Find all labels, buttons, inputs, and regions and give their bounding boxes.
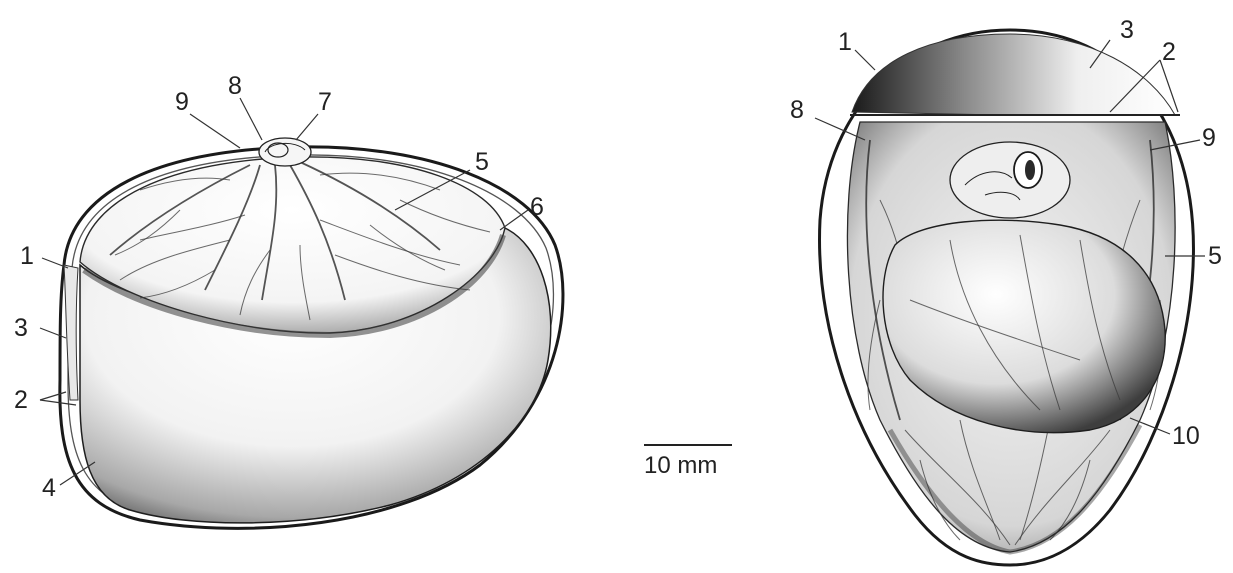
- right-callout-8: 8: [790, 96, 804, 124]
- scale-bar: 10 mm: [644, 445, 732, 479]
- left-air-space: [64, 265, 78, 400]
- scale-bar-label: 10 mm: [644, 452, 717, 479]
- left-callout-2: 2: [14, 386, 28, 414]
- right-callout-10: 10: [1172, 422, 1200, 450]
- right-embryo-head: [950, 142, 1070, 218]
- right-callout-2: 2: [1162, 38, 1176, 66]
- right-callout-5: 5: [1208, 242, 1222, 270]
- left-callout-8: 8: [228, 72, 242, 100]
- left-callout-7: 7: [318, 88, 332, 116]
- left-callout-1: 1: [20, 242, 34, 270]
- left-callout-5: 5: [475, 148, 489, 176]
- right-egg-drawing: [820, 30, 1194, 565]
- left-callout-9: 9: [175, 88, 189, 116]
- left-callout-4: 4: [42, 474, 56, 502]
- right-air-cell: [852, 34, 1175, 115]
- left-embryo: [259, 138, 311, 166]
- left-egg-drawing: [60, 138, 563, 528]
- right-callout-1: 1: [838, 28, 852, 56]
- left-callout-6: 6: [530, 193, 544, 221]
- left-callout-3: 3: [14, 314, 28, 342]
- right-callout-9: 9: [1202, 124, 1216, 152]
- right-callout-3: 3: [1120, 16, 1134, 44]
